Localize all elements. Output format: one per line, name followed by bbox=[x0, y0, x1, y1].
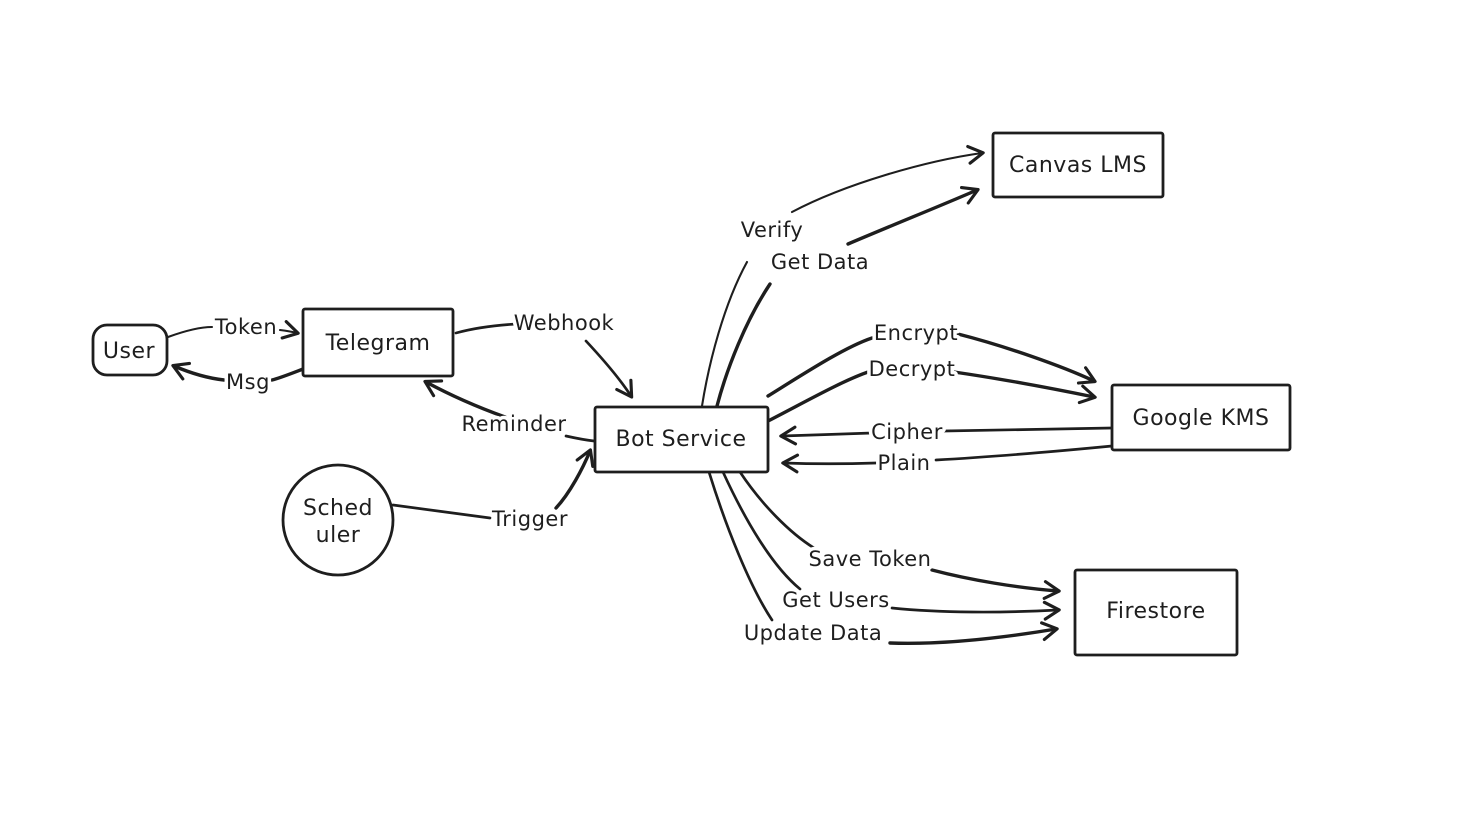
edge-verify-arrow bbox=[790, 144, 985, 214]
node-google-kms: Google KMS bbox=[1110, 383, 1292, 452]
edge-token-label: Token bbox=[214, 315, 277, 339]
edge-webhook-arrow bbox=[584, 339, 634, 399]
edge-trigger: Trigger bbox=[391, 448, 595, 535]
edge-update-data: Update Data bbox=[707, 470, 1059, 649]
scheduler-label-line1: Sched bbox=[303, 496, 373, 521]
edge-get-users-line bbox=[721, 470, 802, 591]
edge-reminder-arrow bbox=[423, 379, 507, 419]
edge-plain-line bbox=[934, 444, 1114, 462]
edge-cipher: Cipher bbox=[779, 417, 1114, 448]
edge-get-users-label: Get Users bbox=[782, 588, 889, 612]
edge-get-data-line bbox=[715, 282, 772, 408]
edge-msg-line bbox=[270, 367, 305, 382]
edge-reminder-label: Reminder bbox=[461, 412, 566, 436]
edge-save-token-label: Save Token bbox=[809, 547, 932, 571]
edge-webhook-line bbox=[454, 322, 519, 335]
node-telegram: Telegram bbox=[301, 307, 455, 378]
edge-webhook: Webhook bbox=[454, 308, 634, 399]
google-kms-box bbox=[1110, 383, 1292, 452]
edge-decrypt-label: Decrypt bbox=[869, 357, 956, 381]
edge-encrypt-arrow bbox=[956, 332, 1097, 385]
edge-token: Token bbox=[166, 312, 300, 343]
edge-msg-arrow bbox=[171, 361, 226, 382]
edge-trigger-label: Trigger bbox=[491, 507, 568, 531]
google-kms-label: Google KMS bbox=[1133, 406, 1270, 431]
edge-encrypt-label: Encrypt bbox=[874, 321, 958, 345]
edge-reminder-line bbox=[564, 434, 596, 443]
telegram-label: Telegram bbox=[325, 331, 431, 356]
telegram-box bbox=[301, 307, 455, 378]
edge-update-data-arrow bbox=[888, 621, 1059, 645]
edge-decrypt: Decrypt bbox=[766, 354, 1097, 423]
user-label: User bbox=[103, 339, 156, 364]
edge-get-users: Get Users bbox=[721, 470, 1061, 621]
canvas-lms-label: Canvas LMS bbox=[1009, 153, 1147, 178]
edge-cipher-label: Cipher bbox=[871, 420, 943, 444]
edge-plain-arrow bbox=[781, 453, 878, 474]
edge-plain-label: Plain bbox=[877, 451, 930, 475]
edge-update-data-label: Update Data bbox=[744, 621, 882, 645]
edge-cipher-arrow bbox=[779, 425, 874, 446]
edge-token-arrow bbox=[278, 320, 300, 340]
edge-plain: Plain bbox=[781, 444, 1114, 479]
edge-trigger-arrow bbox=[554, 448, 595, 510]
edge-token-line bbox=[166, 325, 214, 339]
edge-verify-line bbox=[700, 260, 749, 408]
node-bot-service: Bot Service bbox=[593, 405, 770, 474]
edge-save-token: Save Token bbox=[738, 470, 1061, 600]
edge-cipher-line bbox=[942, 426, 1114, 433]
edge-decrypt-arrow bbox=[952, 370, 1097, 405]
edge-get-data: Get Data bbox=[715, 186, 980, 408]
scheduler-circle bbox=[281, 463, 395, 577]
firestore-box bbox=[1073, 568, 1239, 657]
node-canvas-lms: Canvas LMS bbox=[991, 131, 1165, 199]
edge-webhook-label: Webhook bbox=[514, 311, 615, 335]
edge-get-users-arrow bbox=[890, 600, 1061, 621]
edge-verify: Verify bbox=[700, 144, 985, 408]
bot-service-box bbox=[593, 405, 770, 474]
user-box bbox=[91, 323, 169, 377]
edge-verify-label: Verify bbox=[741, 218, 804, 242]
edge-reminder: Reminder bbox=[423, 379, 596, 443]
node-user: User bbox=[91, 323, 169, 377]
canvas-lms-box bbox=[991, 131, 1165, 199]
node-firestore: Firestore bbox=[1073, 568, 1239, 657]
edge-msg: Msg bbox=[171, 361, 305, 398]
edge-trigger-line bbox=[391, 503, 492, 520]
edge-get-data-arrow bbox=[846, 186, 980, 246]
edge-msg-label: Msg bbox=[226, 370, 270, 394]
edge-encrypt-line bbox=[766, 336, 874, 398]
edge-get-data-label: Get Data bbox=[771, 250, 869, 274]
edge-update-data-line bbox=[707, 470, 774, 622]
firestore-label: Firestore bbox=[1106, 599, 1205, 624]
edge-save-token-line bbox=[738, 470, 816, 550]
edge-encrypt: Encrypt bbox=[766, 318, 1097, 398]
edge-save-token-arrow bbox=[930, 568, 1061, 600]
node-scheduler: Sched uler bbox=[281, 463, 395, 577]
edge-decrypt-line bbox=[766, 370, 870, 423]
scheduler-label-line2: uler bbox=[316, 523, 361, 548]
bot-service-label: Bot Service bbox=[616, 427, 747, 452]
